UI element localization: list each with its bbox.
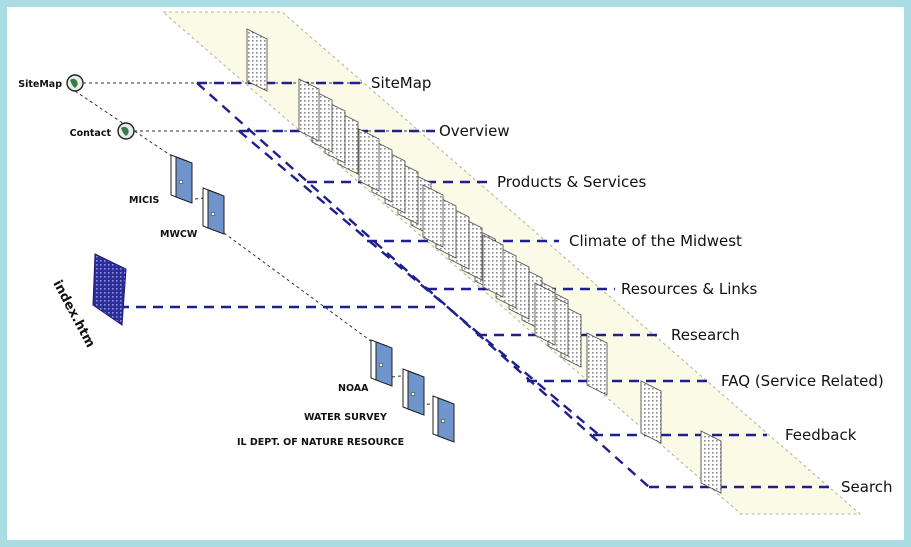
dotted-connector — [223, 232, 380, 348]
door-mwcw[interactable]: MWCW — [160, 187, 225, 240]
door-water-survey[interactable]: WATER SURVEY — [304, 368, 425, 423]
door-icon — [375, 341, 393, 387]
index-page[interactable]: index.htm — [49, 253, 127, 351]
page-icon-products-services — [358, 128, 380, 192]
section-label-faq-service-related[interactable]: FAQ (Service Related) — [721, 372, 884, 390]
section-label-search[interactable]: Search — [841, 478, 893, 496]
door-noaa[interactable]: NOAA — [338, 339, 393, 394]
globe-label-sitemap: SiteMap — [18, 79, 62, 90]
door-icon — [207, 189, 225, 235]
door-label-noaa: NOAA — [338, 383, 369, 394]
site-map-diagram: index.htm SiteMap Contact MICIS MWCW NOA… — [7, 7, 904, 540]
globe-link-contact[interactable]: Contact — [70, 122, 135, 140]
page-icon-faq-service-related — [586, 332, 608, 396]
door-icon — [437, 397, 455, 443]
globe-link-sitemap[interactable]: SiteMap — [18, 74, 84, 92]
section-label-climate-of-the-midwest[interactable]: Climate of the Midwest — [569, 232, 742, 250]
page-icon-feedback — [640, 380, 662, 444]
door-icon — [175, 156, 193, 204]
door-label-mwcw: MWCW — [160, 229, 198, 240]
section-label-products-services[interactable]: Products & Services — [497, 173, 646, 191]
page-icon-research — [534, 282, 556, 346]
section-label-resources-links[interactable]: Resources & Links — [621, 280, 758, 298]
page-icon-search — [700, 430, 722, 494]
door-label-micis: MICIS — [129, 195, 159, 206]
door-label-water-survey: WATER SURVEY — [304, 412, 387, 423]
section-label-overview[interactable]: Overview — [439, 122, 510, 140]
diagram-svg: index.htm SiteMap Contact MICIS MWCW NOA… — [18, 11, 893, 515]
page-icon-resources-links — [482, 234, 504, 298]
page-icon-sitemap — [246, 28, 268, 92]
section-label-sitemap[interactable]: SiteMap — [371, 74, 431, 92]
page-stacks — [246, 28, 722, 494]
section-label-feedback[interactable]: Feedback — [785, 426, 857, 444]
globe-label-contact: Contact — [70, 128, 112, 139]
index-page-label: index.htm — [49, 278, 97, 351]
section-label-research[interactable]: Research — [671, 326, 740, 344]
door-icon — [407, 370, 425, 416]
door-micis[interactable]: MICIS — [129, 154, 193, 206]
dashed-spine-b — [238, 130, 600, 436]
page-icon-overview — [298, 78, 320, 142]
door-il-dept[interactable]: IL DEPT. OF NATURE RESOURCE — [237, 395, 455, 448]
page-icon-climate-of-the-midwest — [422, 184, 444, 248]
door-label-il-dept: IL DEPT. OF NATURE RESOURCE — [237, 437, 404, 448]
index-page-icon — [92, 253, 127, 326]
